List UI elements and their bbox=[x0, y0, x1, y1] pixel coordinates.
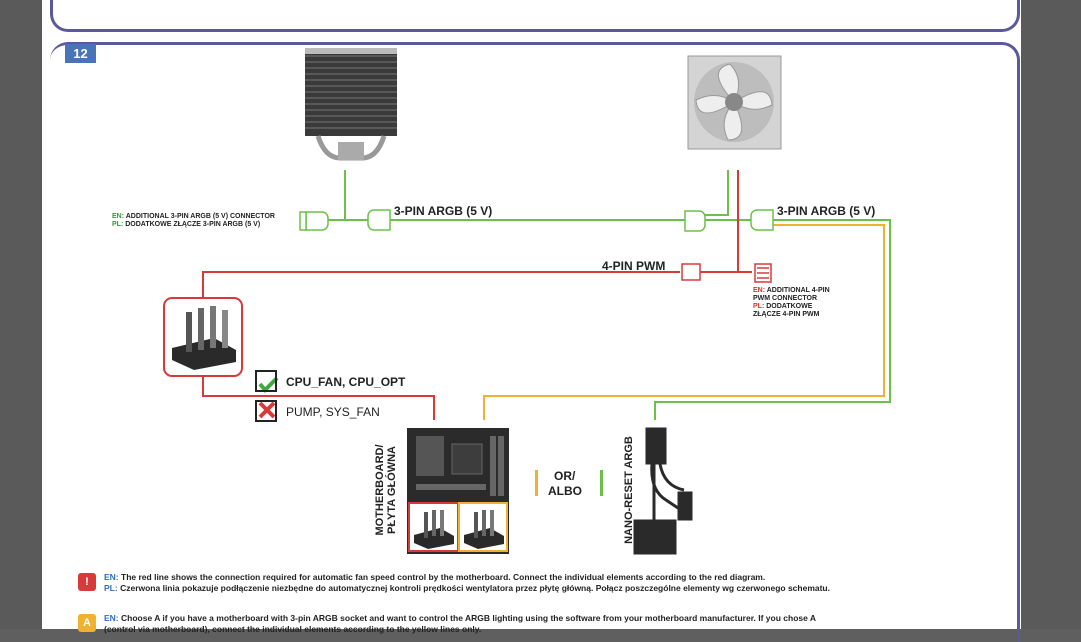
motherboard-label: MOTHERBOARD/ PŁYTA GŁÓWNA bbox=[374, 444, 398, 536]
albo-label: ALBO bbox=[548, 484, 582, 498]
fan-header-image bbox=[163, 297, 243, 377]
left-margin bbox=[0, 0, 42, 629]
option-a-note: EN: Choose A if you have a motherboard w… bbox=[104, 613, 817, 634]
pwm-connector-note: EN: ADDITIONAL 4-PIN PWM CONNECTOR PL: D… bbox=[753, 287, 830, 318]
nano-reset-image bbox=[633, 427, 693, 555]
green-lines bbox=[326, 170, 891, 420]
checkbox-ok bbox=[255, 370, 277, 392]
red-lines bbox=[202, 170, 752, 420]
wiring-diagram bbox=[163, 48, 891, 555]
cross-icon bbox=[258, 401, 276, 419]
checkbox-bad bbox=[255, 400, 277, 422]
pwm-label: 4-PIN PWM bbox=[602, 259, 666, 273]
argb-label-right: 3-PIN ARGB (5 V) bbox=[777, 204, 876, 218]
or-yellow-bar bbox=[535, 470, 538, 496]
pump-sys-label: PUMP, SYS_FAN bbox=[286, 405, 380, 419]
step-number-badge: 12 bbox=[65, 44, 96, 63]
or-label: OR/ bbox=[554, 469, 576, 483]
or-green-bar bbox=[600, 470, 603, 496]
red-line-note: EN: The red line shows the connection re… bbox=[104, 572, 830, 593]
red-line-badge: ! bbox=[78, 573, 96, 591]
argb-label-left: 3-PIN ARGB (5 V) bbox=[394, 204, 493, 218]
argb-connectors bbox=[299, 209, 774, 232]
option-a-badge: A bbox=[78, 614, 96, 632]
yellow-line bbox=[483, 224, 885, 420]
nano-reset-label: NANO-RESET ARGB bbox=[623, 436, 635, 544]
cpu-cooler-image bbox=[305, 48, 397, 161]
pwm-connectors bbox=[681, 263, 772, 283]
cpu-fan-label: CPU_FAN, CPU_OPT bbox=[286, 375, 406, 389]
previous-step-frame bbox=[50, 0, 1020, 32]
motherboard-image bbox=[407, 428, 509, 554]
step-frame bbox=[50, 42, 1020, 642]
right-margin bbox=[1021, 0, 1081, 629]
fan-image bbox=[687, 55, 782, 150]
argb-connector-note: EN: ADDITIONAL 3-PIN ARGB (5 V) CONNECTO… bbox=[112, 213, 275, 228]
